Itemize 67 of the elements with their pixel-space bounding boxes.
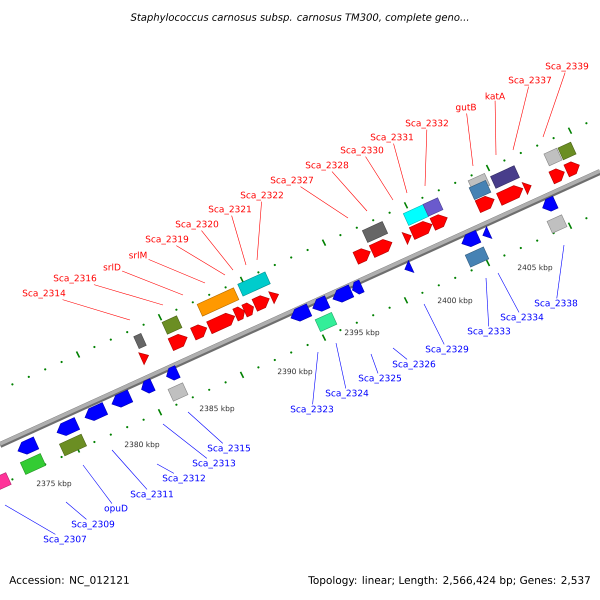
leader-line: [231, 215, 246, 266]
gene-label: Sca_2331: [370, 134, 413, 142]
gene-label: Sca_2313: [192, 460, 236, 468]
leader-line: [156, 464, 174, 474]
title: Staphylococcus carnosus subsp. carnosus TM300, complete geno...: [130, 13, 468, 23]
gene-label: Sca_2330: [340, 146, 384, 156]
leader-line: [424, 129, 428, 186]
accession-text: Accession: NC_012121: [9, 576, 129, 586]
leader-line: [176, 245, 226, 276]
gene-label: Sca_2333: [468, 328, 510, 336]
leader-line: [201, 230, 234, 270]
leader-line: [112, 450, 148, 490]
leader-line: [466, 113, 474, 166]
leader-line: [512, 86, 529, 150]
leader-line: [256, 201, 262, 260]
gene-label: Sca_2320: [176, 220, 218, 230]
genome-info-text: Topology: linear; Length: 2,566,424 bp; Genes: 2,537: [308, 576, 590, 586]
gene-label: Sca_2325: [358, 374, 401, 384]
leader-line: [393, 143, 408, 194]
leader-line: [392, 348, 408, 360]
leader-line: [556, 244, 564, 299]
leader-line: [542, 72, 566, 138]
gene-label: Sca_2314: [22, 290, 66, 298]
leader-line: [122, 270, 184, 296]
gene-label: katA: [486, 92, 506, 100]
leader-line: [312, 352, 318, 405]
gene-label: Sca_2319: [146, 236, 188, 244]
leader-line: [486, 278, 489, 327]
gene-label: srlD: [104, 264, 120, 270]
gene-label: Sca_2322: [240, 192, 283, 200]
gene-label: Sca_2339: [546, 62, 588, 72]
leader-line: [365, 156, 394, 200]
leader-line: [148, 259, 206, 284]
leader-line: [424, 304, 444, 345]
gene-label: opuD: [104, 504, 128, 514]
gene-label: Sca_2321: [208, 206, 251, 214]
gene-label: Sca_2338: [534, 300, 578, 308]
leader-line: [162, 424, 208, 459]
leader-line: [82, 464, 112, 504]
gene-label: Sca_2316: [54, 274, 96, 284]
gene-label: gutB: [456, 104, 476, 112]
leader-line: [498, 272, 520, 313]
leader-line: [188, 412, 224, 444]
gene-label: Sca_2326: [392, 360, 436, 370]
leader-line: [62, 299, 130, 320]
gene-label: srlM: [129, 252, 146, 258]
gene-label: Sca_2324: [326, 390, 368, 398]
leader-line: [94, 284, 164, 306]
gene-label: Sca_2328: [306, 162, 348, 170]
leader-line: [300, 186, 348, 218]
leader-line: [336, 342, 346, 389]
gene-label: Sca_2334: [500, 314, 544, 322]
leader-line: [332, 171, 368, 212]
gene-label: Sca_2309: [72, 520, 114, 530]
gene-label: Sca_2315: [208, 444, 250, 454]
gene-label: Sca_2311: [130, 490, 173, 500]
leader-line: [494, 100, 496, 156]
gene-label: Sca_2337: [508, 76, 552, 86]
leader-line: [66, 502, 87, 520]
gene-label: Sca_2327: [270, 176, 314, 186]
leader-line: [4, 504, 56, 535]
gene-label: Sca_2307: [44, 536, 86, 544]
gene-label: Sca_2323: [290, 406, 334, 414]
gene-label: Sca_2312: [162, 474, 205, 484]
gene-label: Sca_2332: [406, 120, 448, 128]
gene-label: Sca_2329: [426, 346, 468, 354]
leader-line: [370, 354, 378, 374]
